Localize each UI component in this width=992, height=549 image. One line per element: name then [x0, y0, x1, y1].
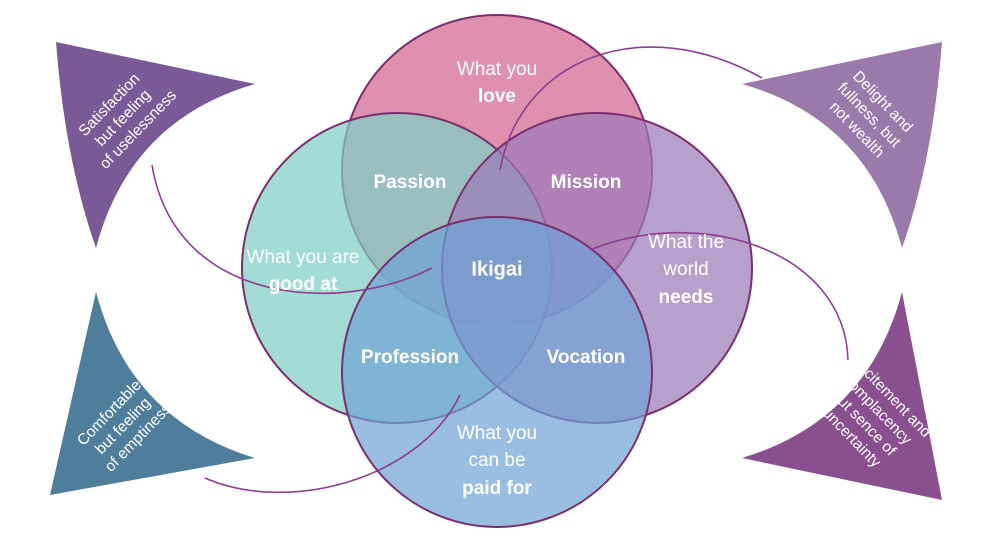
connector-top-left	[151, 164, 433, 295]
paid-for-line-3: paid for	[462, 478, 532, 499]
paid-for-line-2: can be	[468, 450, 525, 471]
world-needs-line-1: What the	[648, 232, 724, 253]
paid-for-line-1: What you	[457, 423, 537, 444]
connector-top-right	[499, 46, 763, 171]
connector-bottom-left	[204, 394, 461, 494]
overlap-passion: Passion	[374, 172, 447, 193]
connector-lines	[151, 46, 849, 494]
corner-petal-top-left	[56, 42, 255, 248]
connector-bottom-right	[589, 231, 849, 361]
corner-petal-bottom-left	[50, 292, 255, 495]
venn-circles	[241, 14, 753, 528]
overlap-vocation: Vocation	[547, 347, 626, 368]
love-line-2: love	[478, 86, 516, 107]
corner-petal-top-right	[742, 42, 942, 248]
overlap-mission: Mission	[551, 172, 622, 193]
overlap-ikigai: Ikigai	[471, 258, 522, 280]
good-at-line-2: good at	[269, 274, 338, 295]
circle-what-you-can-be-paid-for	[341, 216, 653, 528]
overlap-profession: Profession	[361, 347, 459, 368]
good-at-line-1: What you are	[247, 247, 360, 268]
corner-petal-bottom-right	[742, 292, 942, 500]
world-needs-line-2: world	[662, 259, 708, 280]
love-line-1: What you	[457, 59, 537, 80]
world-needs-line-3: needs	[659, 287, 714, 308]
